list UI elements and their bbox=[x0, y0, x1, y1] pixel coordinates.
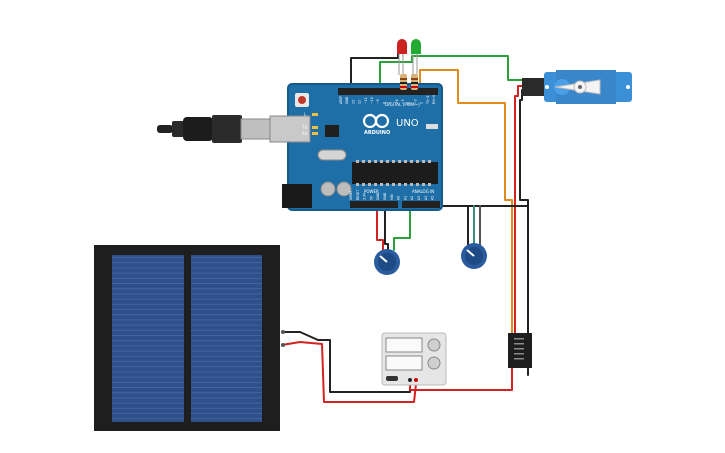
relay-module[interactable] bbox=[508, 333, 532, 368]
pin-label: GND bbox=[345, 96, 349, 104]
pin-label: A2 bbox=[410, 196, 414, 200]
arduino-uno-board[interactable]: ARDUINO UNO DIGITAL (PWM~) POWER ANALOG … bbox=[269, 83, 443, 211]
wire-orange-relay[interactable] bbox=[419, 69, 513, 336]
multimeter-display-bottom bbox=[385, 355, 423, 371]
pin-label: 13 bbox=[351, 100, 355, 104]
wire-pot1-black[interactable] bbox=[384, 205, 389, 251]
pin-label: 5V bbox=[369, 195, 373, 200]
multimeter-knob-top[interactable] bbox=[427, 338, 441, 352]
wire-pot1-red[interactable] bbox=[376, 205, 384, 251]
pin-label: A5 bbox=[431, 196, 435, 200]
led-green[interactable] bbox=[411, 39, 421, 75]
wire-red-servo-relay[interactable] bbox=[514, 85, 529, 336]
pin-label: ~5 bbox=[401, 99, 405, 104]
usb-cable[interactable] bbox=[157, 115, 274, 143]
digital-header-label: DIGITAL (PWM~) bbox=[385, 102, 420, 107]
servo-motor[interactable] bbox=[522, 70, 632, 104]
pin-label: ~11 bbox=[364, 97, 368, 104]
pin-label: RESET bbox=[356, 190, 360, 200]
pin-label: A0 bbox=[397, 196, 401, 200]
pin-label: IOREF bbox=[349, 190, 353, 200]
pin-label: 7 bbox=[389, 102, 393, 104]
digital-header bbox=[338, 88, 438, 95]
resistor-2[interactable] bbox=[411, 74, 418, 90]
wire-black-servo-gnd[interactable] bbox=[519, 89, 529, 336]
pin-label: TX→1 bbox=[426, 95, 430, 105]
led-red[interactable] bbox=[397, 39, 407, 75]
pin-label: A1 bbox=[403, 196, 407, 200]
led-label-rx: RX bbox=[302, 131, 308, 136]
multimeter-display-top bbox=[385, 337, 423, 353]
pin-label: ~9 bbox=[376, 99, 380, 104]
pin-label: 8 bbox=[382, 102, 386, 104]
pin-label: A4 bbox=[424, 196, 428, 200]
power-header-label: POWER bbox=[364, 189, 379, 194]
wire-meter-relay-red[interactable] bbox=[409, 367, 513, 391]
pin-label: GND bbox=[383, 192, 387, 200]
resistor-1[interactable] bbox=[400, 74, 407, 90]
pin-label: RX←0 bbox=[432, 95, 436, 104]
pin-label: GND bbox=[376, 192, 380, 200]
led-label-l: L bbox=[304, 112, 307, 117]
multimeter-knob-bottom[interactable] bbox=[427, 356, 441, 370]
pin-label: VIN bbox=[390, 194, 394, 200]
multimeter[interactable] bbox=[381, 332, 447, 386]
wire-green-servo[interactable] bbox=[379, 55, 529, 89]
wire-solar-red[interactable] bbox=[281, 341, 417, 403]
analog-header bbox=[402, 201, 440, 208]
pin-label: 2 bbox=[420, 102, 424, 104]
arduino-logo bbox=[362, 113, 390, 129]
wire-solar-black[interactable] bbox=[281, 331, 411, 393]
pin-label: AREF bbox=[339, 96, 343, 104]
pin-label: ~6 bbox=[395, 99, 399, 104]
model-label: UNO bbox=[396, 118, 419, 129]
pin-label: ~10 bbox=[370, 97, 374, 104]
pin-label: A3 bbox=[417, 196, 421, 200]
power-jack bbox=[282, 184, 312, 208]
led-label-tx: TX bbox=[301, 125, 307, 130]
wire-pot1-green[interactable] bbox=[393, 205, 411, 251]
wire-gnd-to-leds[interactable] bbox=[350, 49, 399, 89]
pin-label: 12 bbox=[358, 100, 362, 104]
brand-label: ARDUINO bbox=[364, 130, 390, 136]
pin-label: ~3 bbox=[413, 99, 417, 104]
pin-label: 4 bbox=[407, 102, 411, 104]
multimeter-switch[interactable] bbox=[386, 376, 398, 381]
potentiometer-1[interactable] bbox=[374, 249, 400, 275]
power-header bbox=[350, 201, 398, 208]
pin-label: 3.3V bbox=[363, 192, 367, 200]
usb-port bbox=[269, 115, 311, 143]
solar-panel[interactable] bbox=[94, 245, 285, 431]
atmega-chip bbox=[352, 162, 438, 184]
analog-header-label: ANALOG IN bbox=[412, 189, 434, 194]
potentiometer-2[interactable] bbox=[461, 243, 487, 269]
